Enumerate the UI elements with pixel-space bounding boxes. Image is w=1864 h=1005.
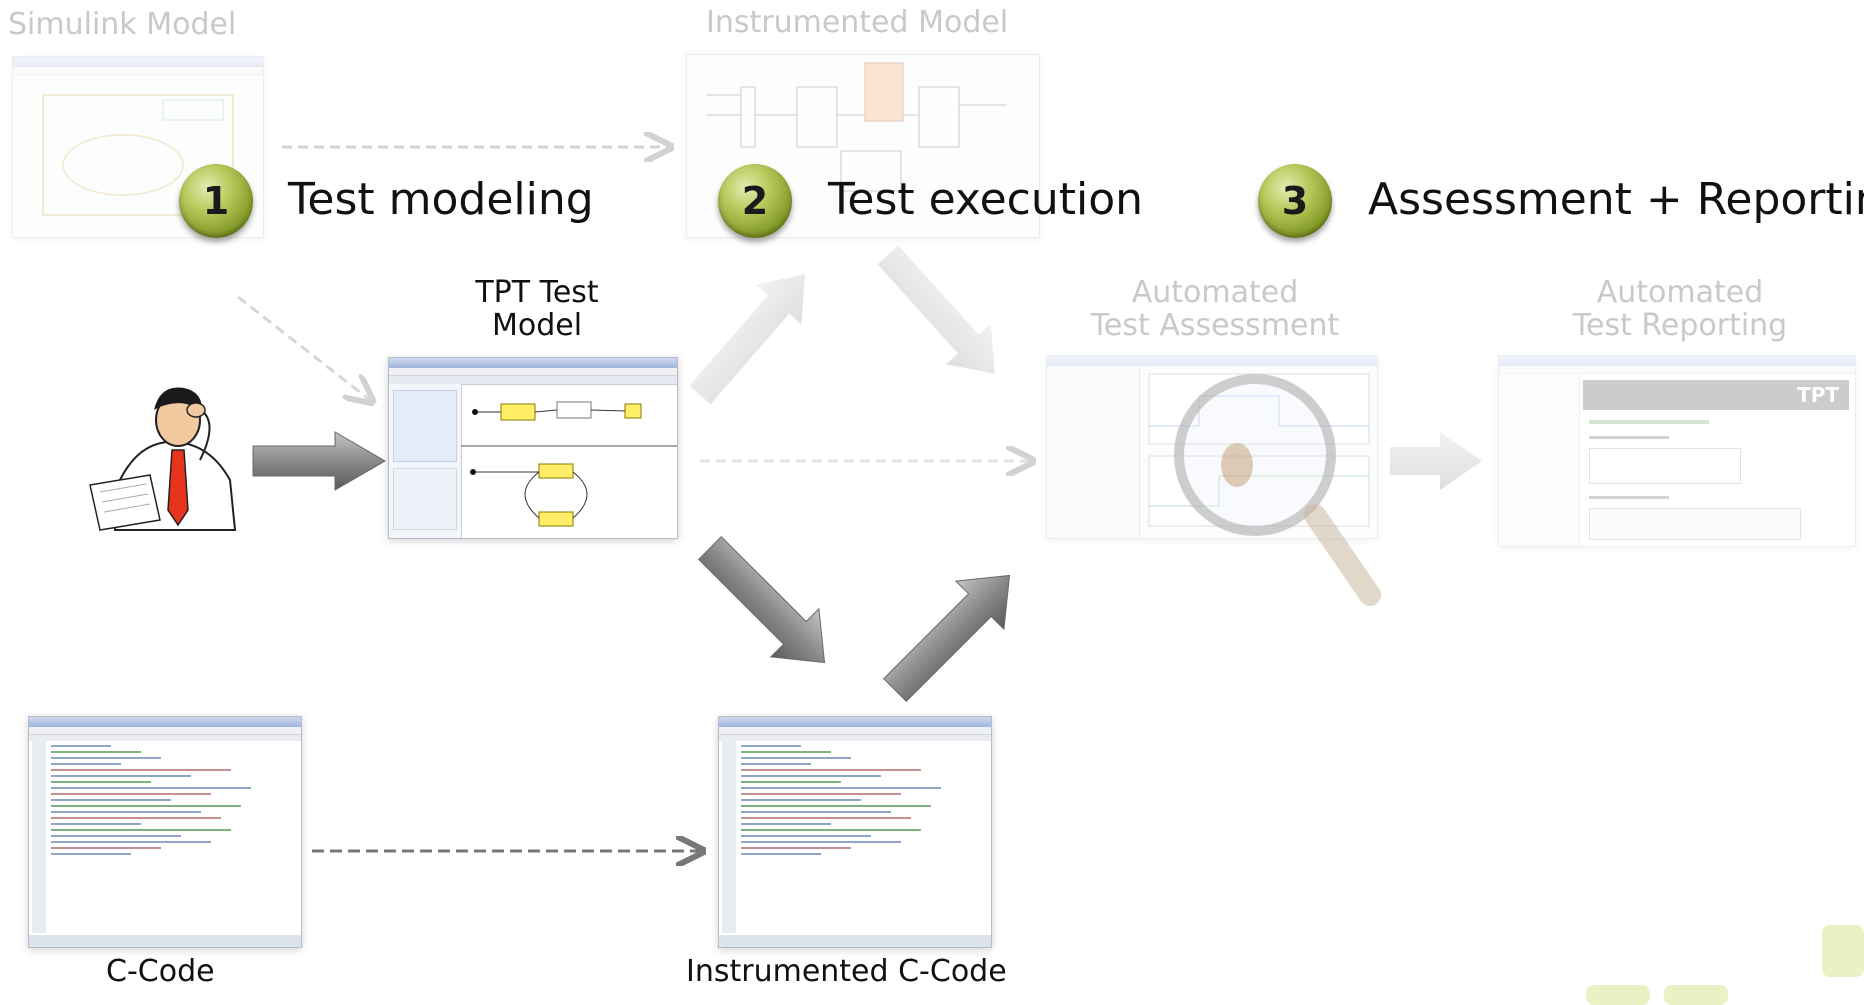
arrow-instrumented-ccode-to-assessment xyxy=(882,574,1011,703)
tpt-logo: TPT xyxy=(1583,380,1849,410)
corner-tile xyxy=(1586,985,1650,1005)
step-3-badge: 3 xyxy=(1258,164,1332,238)
tpt-test-model-label: TPT Test Model xyxy=(475,275,599,343)
instrumented-c-code-label: Instrumented C-Code xyxy=(686,954,1007,989)
corner-tile xyxy=(1664,985,1728,1005)
arrow-person-to-tpt xyxy=(252,431,386,491)
automated-reporting-label: Automated Test Reporting xyxy=(1572,275,1788,343)
corner-tile xyxy=(1822,925,1864,977)
arrow-instrumented-model-to-assessment xyxy=(877,245,996,374)
reporting-screenshot: TPT xyxy=(1498,355,1856,547)
tpt-test-model-screenshot xyxy=(388,357,678,539)
instrumented-model-thumbnail xyxy=(686,54,1040,238)
step-1-label: Test modeling xyxy=(288,174,594,225)
arrow-assessment-to-reporting xyxy=(1390,432,1482,490)
c-code-label: C-Code xyxy=(106,954,215,989)
instrumented-model-label: Instrumented Model xyxy=(706,5,1009,40)
step-2-label: Test execution xyxy=(828,174,1144,225)
step-3-label: Assessment + Reporting xyxy=(1368,174,1864,225)
c-code-screenshot xyxy=(28,716,302,948)
instrumented-c-code-screenshot xyxy=(718,716,992,948)
step-1-badge: 1 xyxy=(179,164,253,238)
engineer-illustration xyxy=(89,387,237,531)
arrow-tpt-to-instrumented-ccode xyxy=(697,535,826,664)
magnifier-icon xyxy=(1174,374,1381,606)
arrow-tpt-to-instrumented-model xyxy=(689,274,805,405)
step-2-badge: 2 xyxy=(718,164,792,238)
dashed-arrow-simulink-to-tpt xyxy=(237,295,370,400)
simulink-model-label: Simulink Model xyxy=(8,7,237,42)
automated-assessment-label: Automated Test Assessment xyxy=(1090,275,1340,343)
